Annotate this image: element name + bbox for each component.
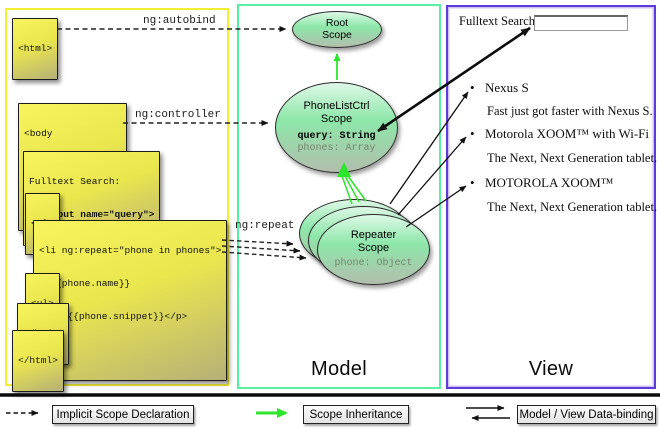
code-line: <html> [18, 43, 53, 54]
bullet-icon: • [470, 126, 475, 141]
phonelistctrl-scope-ellipse: PhoneListCtrl Scope query: String phones… [275, 82, 398, 173]
legend-model-view-data-binding: Model / View Data-binding [517, 405, 656, 424]
model-panel: Model [237, 4, 441, 389]
view-panel-title: View [528, 358, 574, 380]
view-panel: View [446, 5, 656, 389]
scope-prop-query: query: String [297, 131, 376, 142]
ng-autobind-label: ng:autobind [143, 15, 216, 27]
legend-scope-inheritance: Scope Inheritance [303, 405, 409, 424]
code-line: </html> [18, 355, 58, 366]
scope-prop-phones: phones: Array [297, 143, 376, 154]
scope-name: Root [325, 17, 349, 29]
code-line: <p>{{phone.snippet}}</p> [39, 311, 188, 322]
root-scope-ellipse: Root Scope [292, 11, 382, 48]
ng-repeat-label: ng:repeat [235, 220, 295, 232]
model-panel-title: Model [311, 358, 367, 380]
scope-name: Repeater [350, 229, 397, 241]
view-item-snippet: The Next, Next Generation tablet. [487, 200, 658, 214]
view-item-title: • Motorola XOOM™ with Wi-Fi [470, 126, 649, 142]
code-line: <body [24, 128, 53, 139]
bullet-icon: • [470, 80, 475, 95]
code-box-html-close: </html> [12, 330, 64, 392]
view-item-snippet: Fast just got faster with Nexus S. [487, 104, 653, 118]
view-item-title: • MOTOROLA XOOM™ [470, 175, 613, 191]
scope-name: PhoneListCtrl [303, 100, 370, 112]
view-item-title-text: MOTOROLA XOOM™ [485, 175, 614, 190]
code-box-html-open: <html> [12, 18, 59, 80]
bullet-icon: • [470, 175, 475, 190]
view-item-title: • Nexus S [470, 80, 529, 96]
code-line: {{phone.name}} [39, 278, 131, 289]
scope-type: Scope [322, 28, 352, 41]
ng-controller-label: ng:controller [135, 109, 221, 121]
view-item-snippet: The Next, Next Generation tablet. [487, 151, 658, 165]
view-item-title-text: Motorola XOOM™ with Wi-Fi [485, 126, 650, 141]
code-line: Fulltext Search: [29, 176, 121, 187]
view-search-label: Fulltext Search: [459, 14, 539, 28]
code-line: <li ng:repeat="phone in phones"> [39, 245, 222, 256]
repeater-scope-ellipse: Repeater Scope phone: Object [317, 214, 430, 285]
scope-type: Scope [320, 113, 353, 125]
scope-prop-phone: phone: Object [334, 258, 413, 269]
legend-implicit-scope-declaration: Implicit Scope Declaration [52, 405, 194, 424]
scope-type: Scope [357, 242, 390, 254]
search-input[interactable] [534, 15, 628, 31]
view-item-title-text: Nexus S [485, 80, 529, 95]
